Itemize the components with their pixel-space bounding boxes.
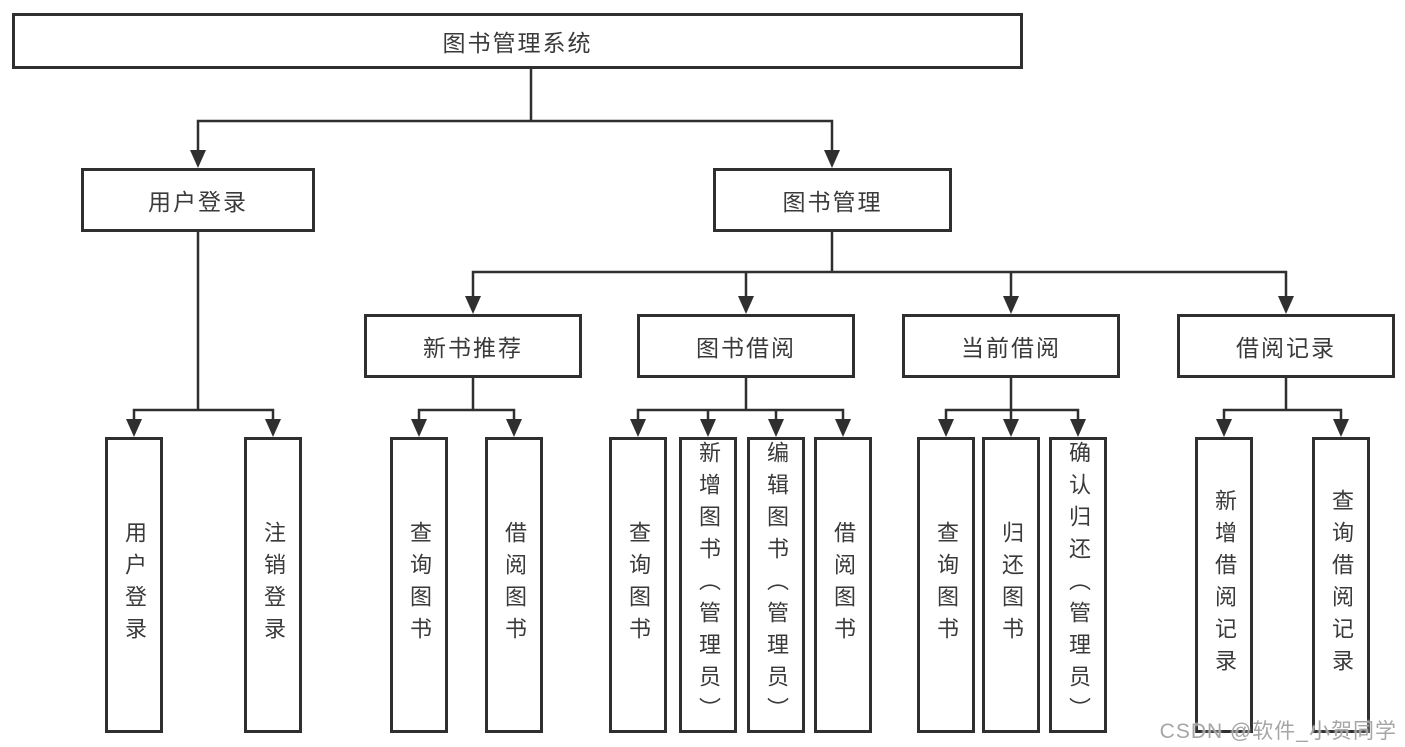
leaf-edit-book-admin: 编辑图书（管理员） xyxy=(747,437,805,733)
leaf-user-login: 用户登录 xyxy=(105,437,163,733)
node-label: 借阅图书 xyxy=(502,521,527,649)
node-label: 查询图书 xyxy=(626,521,651,649)
leaf-confirm-return-admin: 确认归还（管理员） xyxy=(1049,437,1107,733)
leaf-query-borrow-record: 查询借阅记录 xyxy=(1312,437,1370,733)
node-label: 编辑图书（管理员） xyxy=(764,441,789,729)
connector-borrowing-records-children xyxy=(1216,376,1349,437)
node-new-book-recommendation: 新书推荐 xyxy=(364,314,582,378)
leaf-borrow-books-borrowing: 借阅图书 xyxy=(814,437,872,733)
node-book-borrowing: 图书借阅 xyxy=(637,314,855,378)
node-label: 借阅图书 xyxy=(831,521,856,649)
connector-book-borrowing-children xyxy=(630,376,851,437)
connector-book-management-children xyxy=(465,230,1294,314)
node-label: 归还图书 xyxy=(999,521,1024,649)
leaf-query-books-recommend: 查询图书 xyxy=(390,437,448,733)
leaf-query-books-borrowing: 查询图书 xyxy=(609,437,667,733)
node-label: 查询图书 xyxy=(407,521,432,649)
connector-new-book-recommendation-children xyxy=(411,376,522,437)
node-label: 图书借阅 xyxy=(696,335,796,361)
leaf-borrow-books-recommend: 借阅图书 xyxy=(485,437,543,733)
node-label: 查询借阅记录 xyxy=(1329,489,1354,681)
connector-current-borrowing-children xyxy=(938,376,1086,437)
leaf-logout: 注销登录 xyxy=(244,437,302,733)
node-borrowing-records: 借阅记录 xyxy=(1177,314,1395,378)
connector-root-to-level2 xyxy=(190,67,840,168)
connector-user-login-children xyxy=(126,230,281,437)
node-user-login: 用户登录 xyxy=(81,168,315,232)
node-label: 图书管理系统 xyxy=(442,30,593,56)
node-label: 用户登录 xyxy=(148,189,248,215)
node-current-borrowing: 当前借阅 xyxy=(902,314,1120,378)
node-label: 确认归还（管理员） xyxy=(1066,441,1091,729)
leaf-add-book-admin: 新增图书（管理员） xyxy=(679,437,737,733)
node-label: 注销登录 xyxy=(261,521,286,649)
node-book-management: 图书管理 xyxy=(713,168,952,232)
csdn-watermark: CSDN @软件_小贺同学 xyxy=(1159,720,1397,743)
node-library-management-system: 图书管理系统 xyxy=(12,13,1023,69)
node-label: 新增图书（管理员） xyxy=(696,441,721,729)
node-label: 用户登录 xyxy=(122,521,147,649)
leaf-return-books: 归还图书 xyxy=(982,437,1040,733)
node-label: 图书管理 xyxy=(782,189,883,215)
node-label: 查询图书 xyxy=(934,521,959,649)
node-label: 借阅记录 xyxy=(1236,335,1336,361)
node-label: 当前借阅 xyxy=(961,335,1061,361)
leaf-query-books-current: 查询图书 xyxy=(917,437,975,733)
leaf-add-borrow-record: 新增借阅记录 xyxy=(1195,437,1253,733)
node-label: 新增借阅记录 xyxy=(1212,489,1237,681)
node-label: 新书推荐 xyxy=(423,335,523,361)
